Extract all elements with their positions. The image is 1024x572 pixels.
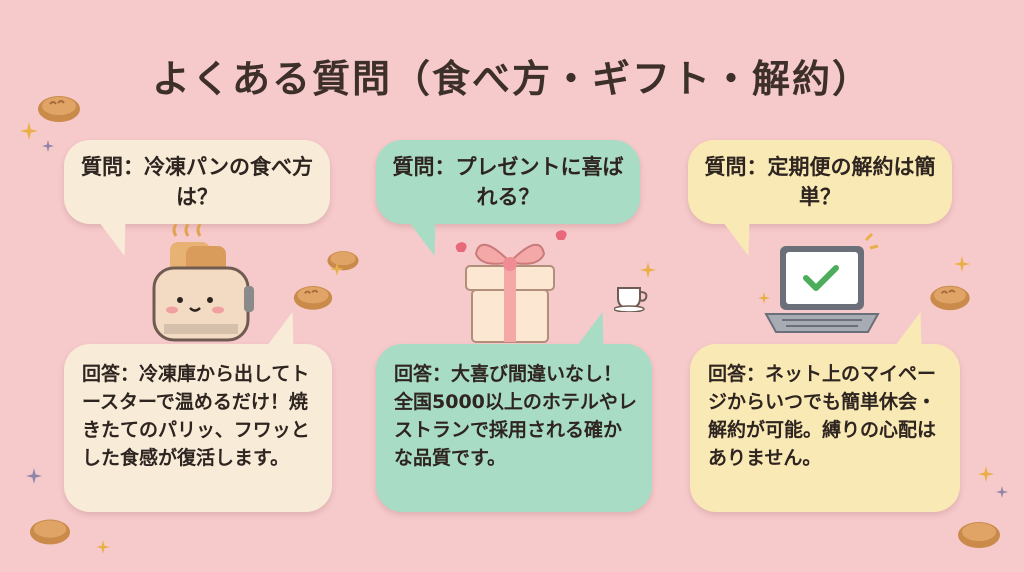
bubble-tail — [407, 220, 449, 256]
sparkle-icon — [758, 292, 770, 304]
sparkle-icon — [330, 262, 344, 276]
bread-roll-icon — [930, 285, 970, 311]
faq-question-bubble: 質問：冷凍パンの食べ方は？ — [64, 140, 330, 224]
faq-answer-bubble: 回答：ネット上のマイページからいつでも簡単休会・解約が可能。縛りの心配はありませ… — [690, 344, 960, 512]
sparkle-icon — [20, 122, 38, 140]
faq-answer-text: 回答：冷凍庫から出してトースターで温めるだけ！焼きたてのパリッ、フワッとした食感… — [82, 363, 310, 469]
bubble-tail — [97, 220, 139, 256]
faq-answer-bubble: 回答：冷凍庫から出してトースターで温めるだけ！焼きたてのパリッ、フワッとした食感… — [64, 344, 332, 512]
coffee-cup-icon — [614, 287, 648, 312]
bread-roll-icon — [38, 96, 80, 122]
gift-box-icon — [455, 230, 567, 343]
sparkle-icon — [42, 140, 54, 152]
faq-question-text: 質問：プレゼントに喜ばれる？ — [392, 155, 624, 209]
sparkle-icon — [978, 466, 994, 482]
faq-answer-text: 回答：大喜び間違いなし！全国5000以上のホテルやレストランで採用される確かな品… — [394, 363, 637, 469]
faq-question-text: 質問：冷凍パンの食べ方は？ — [80, 155, 314, 209]
toaster-icon — [152, 224, 254, 342]
bread-roll-icon — [293, 286, 333, 310]
bubble-tail — [575, 312, 617, 348]
faq-question-text: 質問：定期便の解約は簡単？ — [704, 155, 936, 209]
sparkle-icon — [26, 468, 42, 484]
page-title: よくある質問（食べ方・ギフト・解約） — [151, 57, 872, 101]
faq-question-bubble: 質問：定期便の解約は簡単？ — [688, 140, 952, 224]
bread-roll-icon — [958, 522, 1000, 548]
sparkle-icon — [996, 486, 1008, 498]
bubble-tail — [721, 220, 763, 256]
sparkle-icon — [96, 540, 110, 554]
sparkle-icon — [640, 262, 656, 278]
faq-answer-bubble: 回答：大喜び間違いなし！全国5000以上のホテルやレストランで採用される確かな品… — [376, 344, 652, 512]
faq-question-bubble: 質問：プレゼントに喜ばれる？ — [376, 140, 640, 224]
bread-roll-icon — [327, 251, 359, 271]
faq-answer-text: 回答：ネット上のマイページからいつでも簡単休会・解約が可能。縛りの心配はありませ… — [708, 363, 937, 469]
bubble-tail — [893, 312, 935, 348]
bubble-tail — [265, 312, 307, 348]
bread-roll-icon — [29, 519, 71, 545]
laptop-check-icon — [764, 232, 880, 333]
sparkle-icon — [954, 256, 970, 272]
